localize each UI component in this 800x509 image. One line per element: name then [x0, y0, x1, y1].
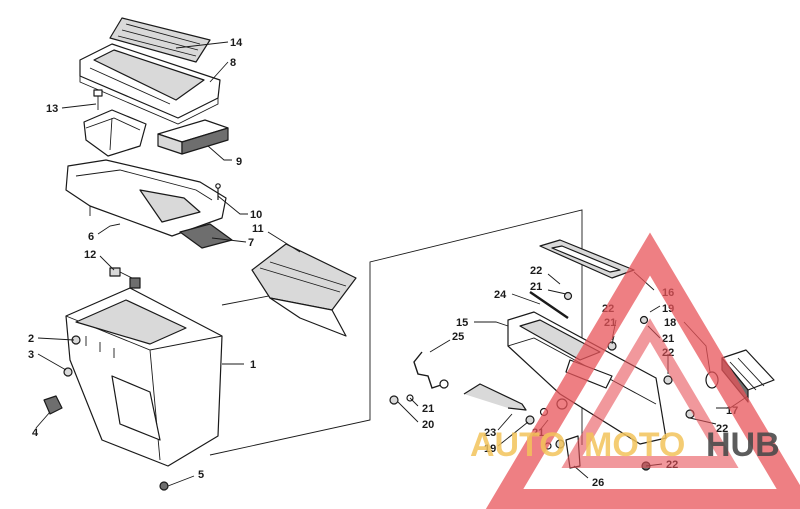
callout-22-top: 22	[530, 265, 542, 277]
callout-3: 3	[28, 349, 34, 361]
callout-9: 9	[236, 156, 242, 168]
callout-18: 18	[664, 317, 676, 329]
callout-4: 4	[32, 427, 39, 439]
callout-15: 15	[456, 317, 468, 329]
callout-14: 14	[230, 37, 243, 49]
callout-24: 24	[494, 289, 507, 301]
callout-21-right: 21	[662, 333, 674, 345]
callout-21-top: 21	[530, 281, 542, 293]
callout-5: 5	[198, 469, 204, 481]
watermark-triangle-outer	[485, 232, 800, 509]
callout-26: 26	[592, 477, 604, 489]
watermark-text-moto: MOTO	[584, 426, 685, 464]
callout-10: 10	[250, 209, 262, 221]
part-5-plug	[159, 481, 169, 491]
callout-8: 8	[230, 57, 236, 69]
callout-21-left: 21	[422, 403, 434, 415]
callout-25: 25	[452, 331, 464, 343]
callout-22-lowright: 22	[716, 423, 728, 435]
watermark-triangle-inner	[561, 318, 739, 468]
callout-6: 6	[88, 231, 94, 243]
part-12-bolt	[109, 267, 133, 279]
part-11-intake-duct	[251, 243, 357, 337]
control-module	[83, 109, 147, 157]
callout-12: 12	[84, 249, 96, 261]
part-25-spring-wire	[413, 351, 449, 389]
callout-20: 20	[422, 419, 434, 431]
callout-7: 7	[248, 237, 254, 249]
callout-13: 13	[46, 103, 58, 115]
callout-2: 2	[28, 333, 34, 345]
callout-23: 23	[484, 427, 496, 439]
part-23-link-arm	[463, 383, 527, 411]
part-8-cover-frame	[79, 43, 221, 125]
part-16-gasket	[539, 239, 635, 279]
callout-19-bottom: 19	[484, 443, 496, 455]
part-6-tray-base	[65, 159, 227, 237]
part-14-intake-screen	[109, 17, 211, 63]
watermark-text-auto: AUTO	[470, 426, 566, 464]
part-9-filter-block	[157, 119, 229, 155]
part-4-clip	[43, 395, 63, 415]
callout-1: 1	[250, 359, 256, 371]
watermark-text-hub: HUB	[706, 426, 780, 464]
part-10-pin	[215, 183, 221, 200]
part-1-airbox-housing	[65, 277, 223, 467]
callout-11: 11	[252, 223, 264, 235]
part-13-screw	[93, 89, 103, 110]
part-24-rod	[529, 291, 569, 319]
watermark-logo: AUTO MOTO HUB	[470, 232, 800, 509]
